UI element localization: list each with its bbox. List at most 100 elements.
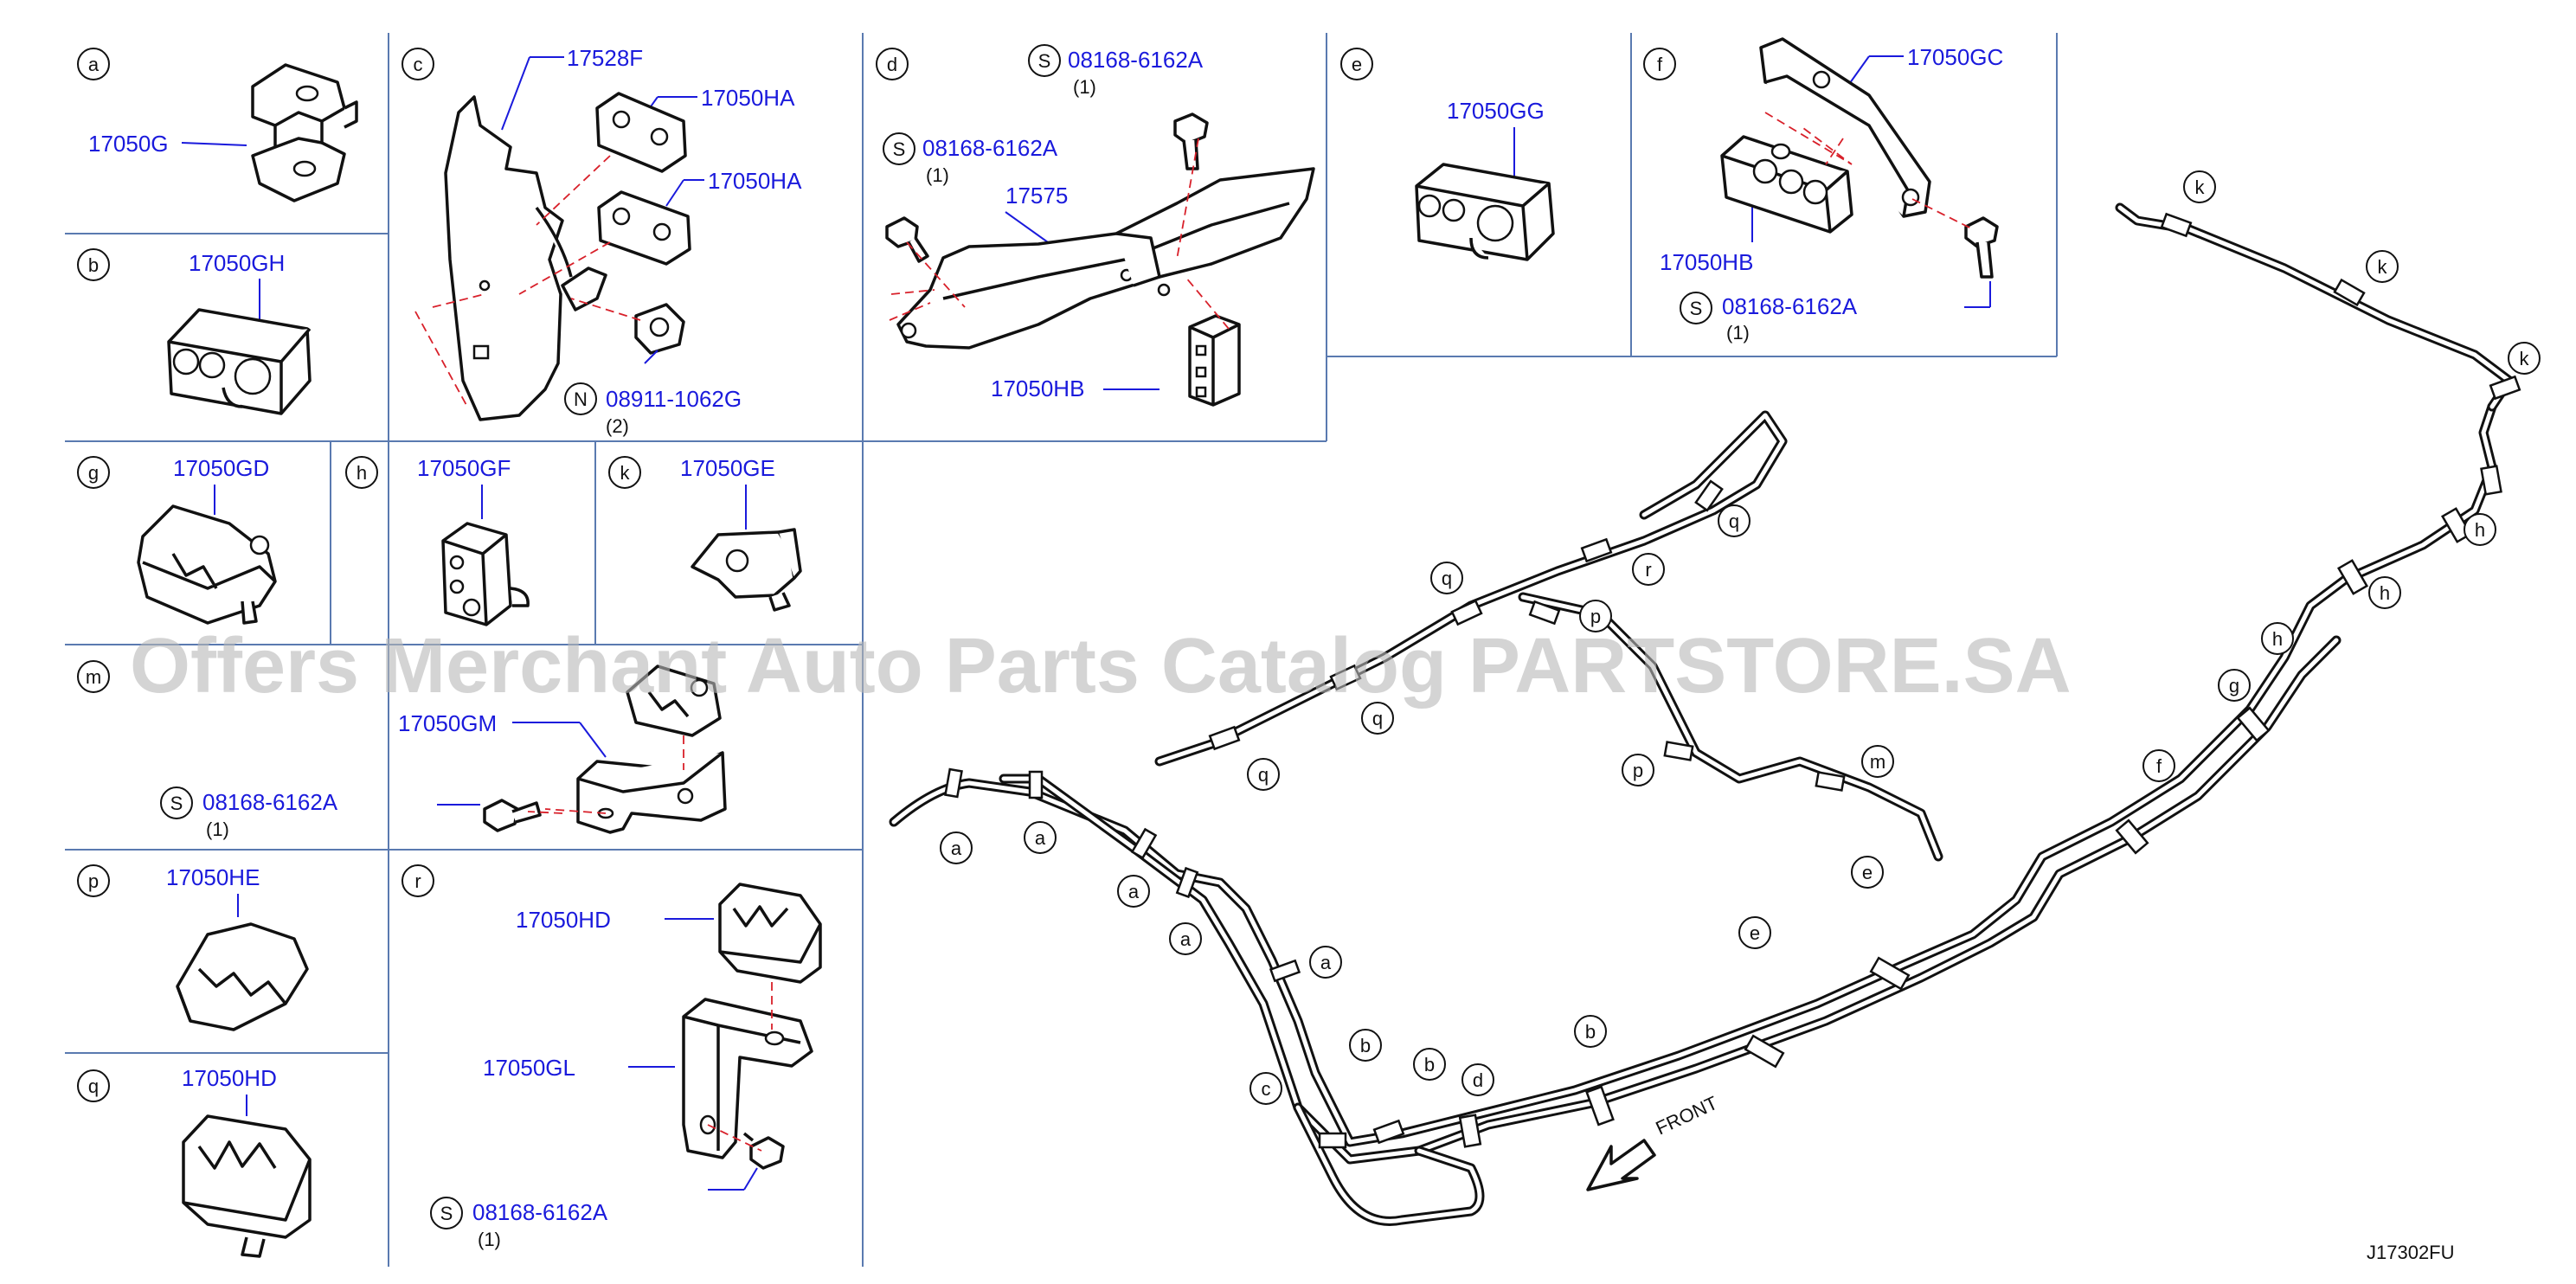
part-number-17050HE[interactable]: 17050HE — [166, 864, 260, 890]
clip-17050HA-bottom-drawing — [597, 190, 691, 266]
part-number-08168-6162A-r[interactable]: 08168-6162A — [472, 1199, 608, 1225]
bolt-f-prefix: S — [1690, 298, 1703, 319]
panel-r-letter: r — [414, 870, 421, 892]
callout-r: r — [1645, 559, 1651, 581]
panel-m: m 17050GM S 08168-6162A (1) — [77, 660, 727, 840]
line-clips — [944, 212, 2521, 1149]
callout-k-1: k — [2520, 348, 2530, 369]
clip-17050HB-d-drawing — [1188, 314, 1241, 407]
clip-17050GF-drawing — [441, 522, 530, 626]
bolt-m-quantity: (1) — [206, 819, 229, 840]
part-number-17050HA-1[interactable]: 17050HA — [701, 85, 795, 111]
panel-h: h 17050GF — [345, 455, 530, 626]
bolt-m-prefix: S — [170, 793, 183, 814]
bracket-17575-drawing — [896, 167, 1315, 350]
callout-e-1: e — [1750, 922, 1760, 944]
clip-17050HD-q-drawing — [182, 1114, 312, 1258]
part-number-17575[interactable]: 17575 — [1005, 183, 1068, 209]
panel-q: q 17050HD — [77, 1065, 312, 1258]
front-label: FRONT — [1653, 1092, 1721, 1140]
part-number-17050GF[interactable]: 17050GF — [417, 455, 511, 481]
callout-a-4: a — [1180, 928, 1192, 950]
line-routing-overview: a a a a a b b c d b e e f g h h h k k k … — [889, 170, 2541, 1226]
panel-e: e 17050GG — [1340, 48, 1555, 261]
clip-17050G-drawing — [251, 63, 358, 202]
bolt-d2-drawing — [885, 216, 929, 263]
part-number-17050GM[interactable]: 17050GM — [398, 710, 497, 736]
clip-17050GG-drawing — [1415, 163, 1555, 261]
panel-b-letter: b — [88, 254, 99, 276]
callout-h-1: h — [2272, 628, 2283, 650]
watermark: Offers Merchant Auto Parts Catalog PARTS… — [130, 623, 2072, 709]
bolt-r-quantity: (1) — [478, 1229, 501, 1250]
panel-p-letter: p — [88, 870, 99, 892]
panel-a-letter: a — [88, 54, 100, 75]
panel-a-letter-circle — [77, 48, 110, 80]
callout-g: g — [2229, 675, 2239, 697]
panel-grid — [65, 33, 2058, 1267]
part-number-17050GG[interactable]: 17050GG — [1447, 98, 1545, 124]
callout-m: m — [1870, 751, 1885, 773]
panel-p: p 17050HE — [77, 864, 309, 1031]
panel-c: c 17528F 17050HA 17050HA N — [401, 45, 802, 437]
callout-k-3: k — [2195, 177, 2206, 198]
callout-b-2: b — [1424, 1054, 1435, 1075]
callout-q-2: q — [1372, 708, 1383, 729]
callout-q-1: q — [1258, 764, 1269, 786]
callout-h-2: h — [2380, 582, 2390, 604]
part-number-17050HB-f[interactable]: 17050HB — [1660, 249, 1753, 275]
bolt1-quantity: (1) — [1073, 76, 1096, 98]
part-number-08911-1062G[interactable]: 08911-1062G — [606, 386, 742, 412]
callout-a-2: a — [1035, 827, 1046, 849]
bolt2-prefix: S — [893, 138, 906, 160]
callout-k-2: k — [2378, 256, 2388, 278]
panel-k-letter: k — [620, 462, 631, 484]
callout-a-3: a — [1128, 881, 1140, 902]
bracket-17050GM-drawing — [576, 751, 727, 834]
part-number-08168-6162A-f[interactable]: 08168-6162A — [1722, 293, 1858, 319]
panel-h-letter: h — [357, 462, 367, 484]
clip-17050HE-drawing — [176, 922, 309, 1031]
callout-e-2: e — [1862, 862, 1873, 883]
part-number-17050GD[interactable]: 17050GD — [173, 455, 269, 481]
part-number-17050GL[interactable]: 17050GL — [483, 1055, 575, 1081]
callout-q-4: q — [1729, 510, 1739, 532]
part-number-08168-6162A-d1[interactable]: 08168-6162A — [1068, 47, 1204, 73]
panel-d-letter: d — [887, 54, 897, 75]
clip-17050GE-drawing — [691, 528, 802, 612]
callout-p-2: p — [1590, 606, 1601, 627]
callout-b-3: b — [1585, 1021, 1596, 1043]
panel-g: g 17050GD — [77, 455, 277, 625]
bolt2-quantity: (1) — [926, 164, 949, 186]
part-number-08168-6162A-d2[interactable]: 08168-6162A — [922, 135, 1058, 161]
nut-prefix: N — [574, 388, 588, 410]
part-number-17050GE[interactable]: 17050GE — [680, 455, 775, 481]
part-number-17528F[interactable]: 17528F — [567, 45, 643, 71]
callout-p-1: p — [1633, 760, 1643, 781]
part-number-17050GH[interactable]: 17050GH — [189, 250, 285, 276]
panel-k: k 17050GE — [608, 455, 802, 612]
part-number-17050HD-r[interactable]: 17050HD — [516, 907, 611, 933]
part-number-17050HD-q[interactable]: 17050HD — [182, 1065, 277, 1091]
diagram-code: J17302FU — [2367, 1242, 2455, 1263]
bolt-r-drawing — [742, 1132, 785, 1170]
part-number-17050G[interactable]: 17050G — [88, 131, 169, 157]
callout-h-3: h — [2475, 519, 2485, 541]
part-number-17050GC[interactable]: 17050GC — [1907, 44, 2003, 70]
bolt-m-drawing — [483, 799, 542, 832]
overview-callouts: a a a a a b b c d b e e f g h h h k k k … — [940, 170, 2541, 1105]
callout-d: d — [1473, 1069, 1483, 1091]
part-number-08168-6162A-m[interactable]: 08168-6162A — [202, 789, 338, 815]
panel-a: a 17050G — [77, 48, 358, 202]
bolt-f-quantity: (1) — [1726, 322, 1750, 343]
panel-r: r 17050HD 17050GL S 08168-6162A (1) — [401, 864, 822, 1250]
panel-q-letter: q — [88, 1075, 99, 1097]
bolt-r-prefix: S — [440, 1203, 453, 1224]
bolt-d1-drawing — [1173, 112, 1209, 170]
part-number-17050HB-d[interactable]: 17050HB — [991, 376, 1084, 401]
callout-b-1: b — [1360, 1035, 1371, 1056]
part-number-17050HA-2[interactable]: 17050HA — [708, 168, 802, 194]
clip-17050HA-top-drawing — [595, 92, 687, 173]
callout-a-1: a — [951, 838, 962, 859]
panel-g-letter: g — [88, 462, 99, 484]
